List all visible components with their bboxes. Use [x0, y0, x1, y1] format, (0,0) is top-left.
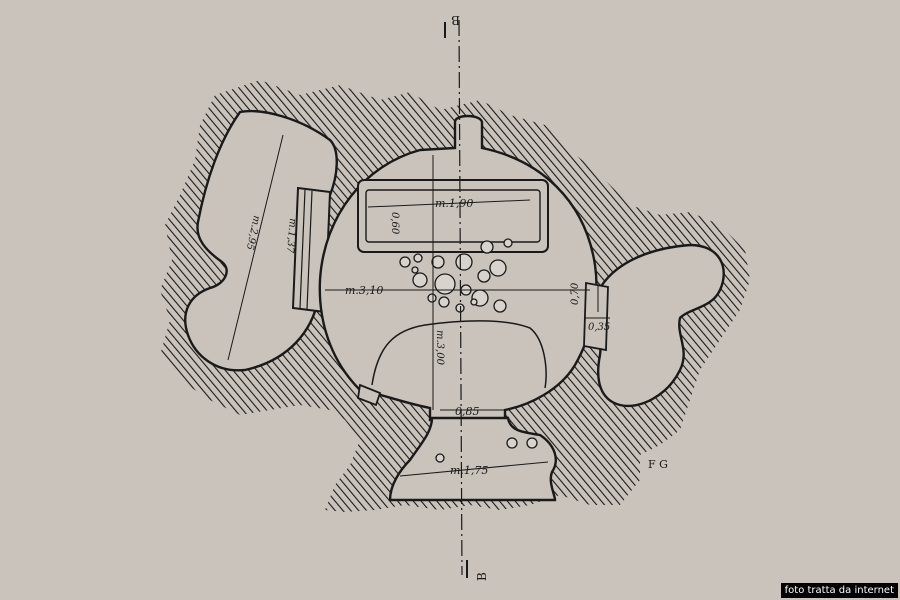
photo-credit: foto tratta da internet	[780, 583, 898, 598]
author-initials: F G	[648, 458, 668, 471]
dim-bench-width: 0,60	[389, 212, 400, 235]
right-chamber	[583, 243, 725, 408]
dim-passage-length: m.1,37	[284, 218, 298, 254]
dim-right-opening-a: 0,70	[570, 282, 581, 305]
vestibule-cup-marks	[435, 437, 538, 463]
bench	[357, 179, 549, 253]
dim-vestibule-width: m.1,75	[450, 464, 488, 477]
dim-bench-length: m.1,90	[435, 197, 473, 210]
section-axis: B B	[444, 13, 489, 581]
dim-entrance-width: 0,85	[455, 405, 480, 418]
section-label-top: B	[451, 13, 460, 27]
dim-right-opening-b: 0,35	[588, 322, 610, 333]
dim-main-width: m.3,10	[345, 284, 383, 297]
cup-marks	[399, 238, 513, 313]
section-label-bottom: B	[475, 572, 489, 581]
dimension-labels: m.2,95 m.1,37 m.1,90 0,60 m.3,10 m.3,00 …	[244, 197, 610, 477]
dim-main-depth: m.3,00	[434, 330, 445, 366]
dimension-lines	[227, 134, 610, 477]
